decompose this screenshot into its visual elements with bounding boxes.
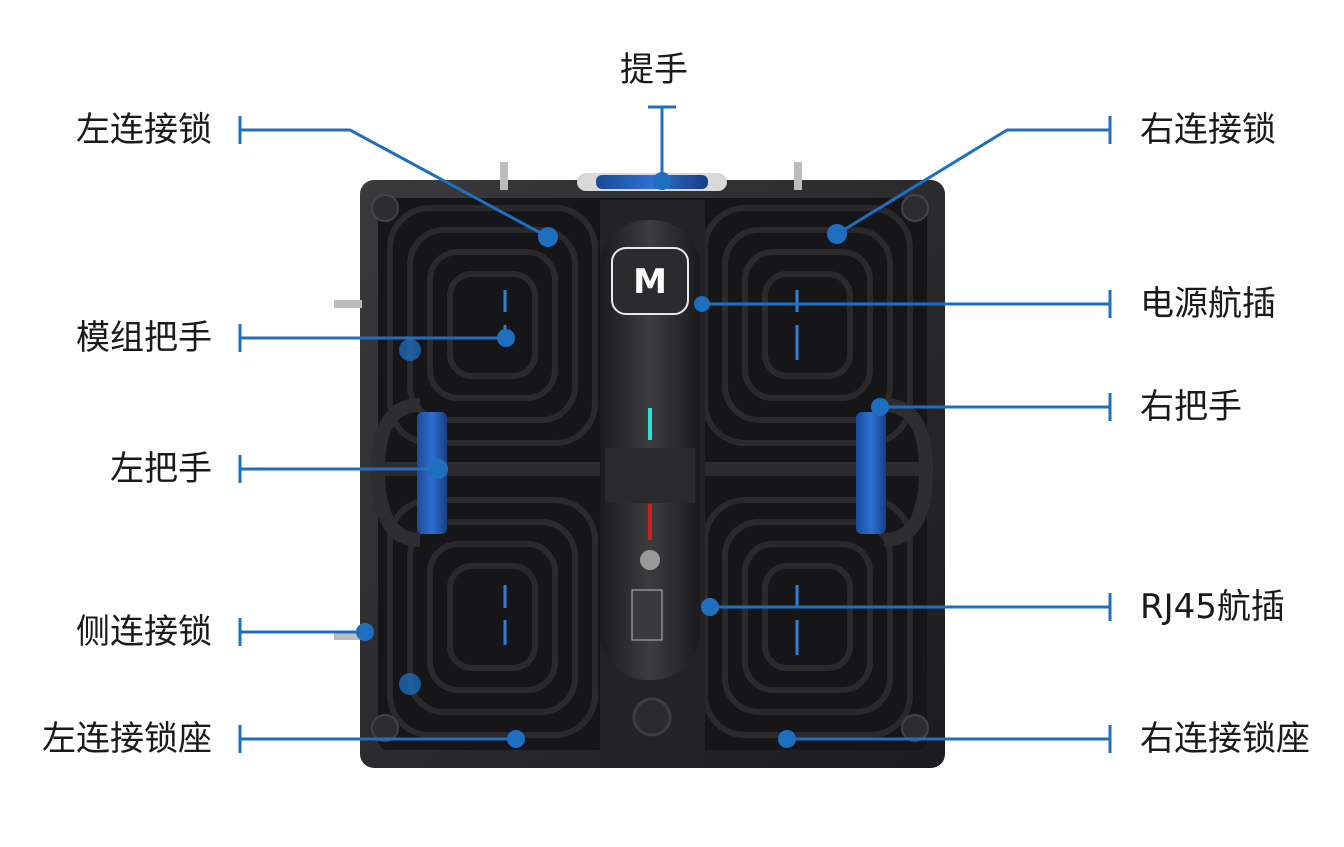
label-left-lock-seat: 左连接锁座 [0,719,212,759]
dot-rj45-plug [701,598,719,616]
dot-right-lock-seat [778,730,796,748]
dot-right-lock [827,224,847,244]
right-handle-grip [856,412,886,534]
dot-module-handle-faint [399,339,421,361]
label-left-lock: 左连接锁 [20,110,212,150]
dot-left-lock-seat [507,730,525,748]
led-cabinet: M [334,162,945,768]
rear-knob [634,699,670,735]
dot-right-handle [871,398,889,416]
nameplate [632,590,662,640]
top-left-pin [500,162,508,190]
top-right-pin [794,162,802,190]
dot-left-handle [428,459,448,479]
label-right-handle: 右把手 [1140,387,1242,427]
dot-left-lock [538,227,558,247]
label-power-plug: 电源航插 [1140,284,1276,324]
side-pin-upper [334,300,362,308]
dot-power-plug [694,296,710,312]
label-side-lock: 侧连接锁 [20,612,212,652]
label-right-lock-seat: 右连接锁座 [1140,719,1310,759]
dot-module-handle [497,329,515,347]
dot-side-lock [356,623,374,641]
label-left-handle: 左把手 [20,449,212,489]
label-module-handle: 模组把手 [20,318,212,358]
label-rj45-plug: RJ45航插 [1140,587,1285,627]
power-button [640,550,660,570]
dot-handle-top [653,172,671,190]
label-right-lock: 右连接锁 [1140,110,1276,150]
spine-grip [605,448,695,503]
logo-icon: M [633,262,667,302]
label-handle-top: 提手 [620,50,688,90]
top-handle-grip [596,175,708,189]
dot-side-lock-faint [399,673,421,695]
